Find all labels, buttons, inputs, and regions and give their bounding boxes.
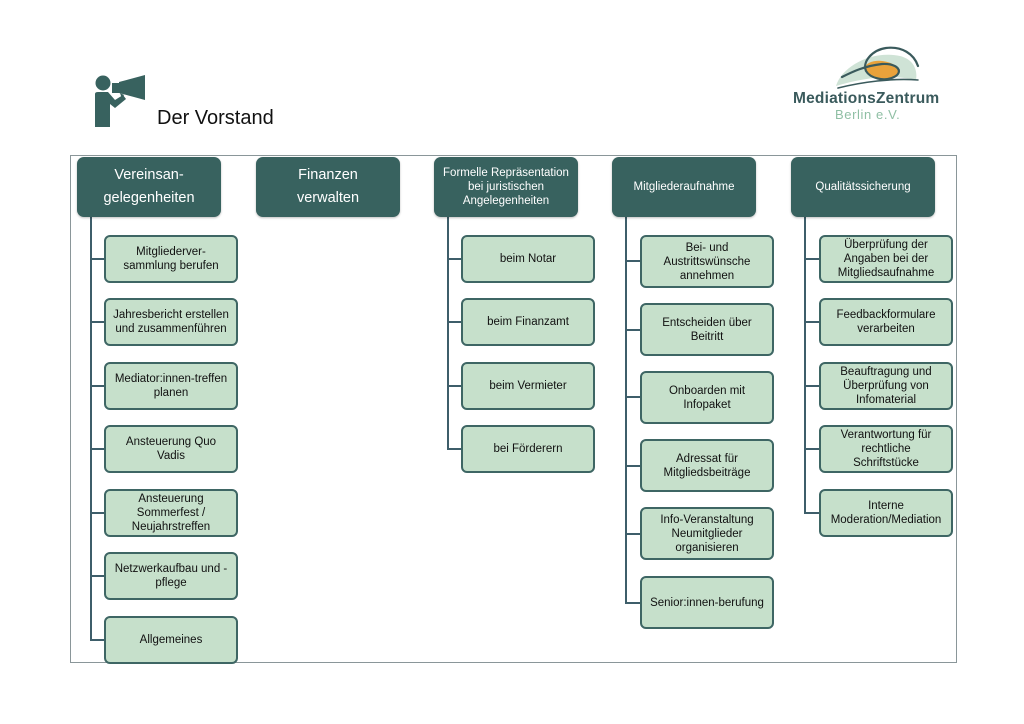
task-box: Entscheiden über Beitritt	[640, 303, 774, 356]
task-box: beim Vermieter	[461, 362, 595, 410]
page-title: Der Vorstand	[157, 107, 274, 129]
connector-col1-branch	[90, 258, 105, 260]
connector-col1-branch	[90, 448, 105, 450]
task-box: Mediator:innen-treffen planen	[104, 362, 238, 410]
connector-col3-branch	[447, 385, 462, 387]
connector-col5-branch	[804, 258, 820, 260]
connector-col3-branch	[447, 448, 462, 450]
connector-col4	[625, 217, 627, 603]
header-mitgliederaufnahme: Mitgliederaufnahme	[612, 157, 756, 217]
connector-col4-branch	[625, 533, 641, 535]
connector-col1-branch	[90, 321, 105, 323]
task-box: beim Finanzamt	[461, 298, 595, 346]
header-finanzen-verwalten: Finanzen verwalten	[256, 157, 400, 217]
connector-col3-branch	[447, 321, 462, 323]
header-formelle-repraesentation: Formelle Repräsentation bei juristischen…	[434, 157, 578, 217]
task-box: Bei- und Austrittswünsche annehmen	[640, 235, 774, 288]
task-box: Verantwortung für rechtliche Schriftstüc…	[819, 425, 953, 473]
task-box: Senior:innen-berufung	[640, 576, 774, 629]
connector-col1-branch	[90, 385, 105, 387]
org-chart-frame	[70, 155, 957, 663]
connector-col1-branch	[90, 575, 105, 577]
task-box: Onboarden mit Infopaket	[640, 371, 774, 424]
connector-col4-branch	[625, 602, 641, 604]
task-box: Netzwerkaufbau und - pflege	[104, 552, 238, 600]
header-vereinsangelegenheiten: Vereinsan- gelegenheiten	[77, 157, 221, 217]
connector-col4-branch	[625, 260, 641, 262]
connector-col5-branch	[804, 321, 820, 323]
header-qualitaetssicherung: Qualitätssicherung	[791, 157, 935, 217]
task-box: Allgemeines	[104, 616, 238, 664]
connector-col1-branch	[90, 639, 105, 641]
connector-col5-branch	[804, 385, 820, 387]
task-box: Interne Moderation/Mediation	[819, 489, 953, 537]
logo-subname: Berlin e.V.	[835, 107, 901, 122]
task-box: Jahresbericht erstellen und zusammenführ…	[104, 298, 238, 346]
megaphone-person-icon	[93, 74, 149, 128]
task-box: Info-Veranstaltung Neumitglieder organis…	[640, 507, 774, 560]
task-box: beim Notar	[461, 235, 595, 283]
task-box: Feedbackformulare verarbeiten	[819, 298, 953, 346]
task-box: Überprüfung der Angaben bei der Mitglied…	[819, 235, 953, 283]
connector-col5	[804, 217, 806, 514]
connector-col4-branch	[625, 465, 641, 467]
task-box: bei Förderern	[461, 425, 595, 473]
task-box: Mitgliederver- sammlung berufen	[104, 235, 238, 283]
task-box: Adressat für Mitgliedsbeiträge	[640, 439, 774, 492]
connector-col5-branch	[804, 448, 820, 450]
connector-col1-branch	[90, 512, 105, 514]
connector-col1	[90, 217, 92, 640]
connector-col3	[447, 217, 449, 450]
leaf-ellipse-logo-icon	[832, 44, 922, 90]
task-box: Ansteuerung Sommerfest / Neujahrstreffen	[104, 489, 238, 537]
connector-col3-branch	[447, 258, 462, 260]
connector-col5-branch	[804, 512, 820, 514]
connector-col4-branch	[625, 396, 641, 398]
logo-name: MediationsZentrum	[793, 90, 940, 107]
connector-col4-branch	[625, 329, 641, 331]
task-box: Ansteuerung Quo Vadis	[104, 425, 238, 473]
task-box: Beauftragung und Überprüfung von Infomat…	[819, 362, 953, 410]
